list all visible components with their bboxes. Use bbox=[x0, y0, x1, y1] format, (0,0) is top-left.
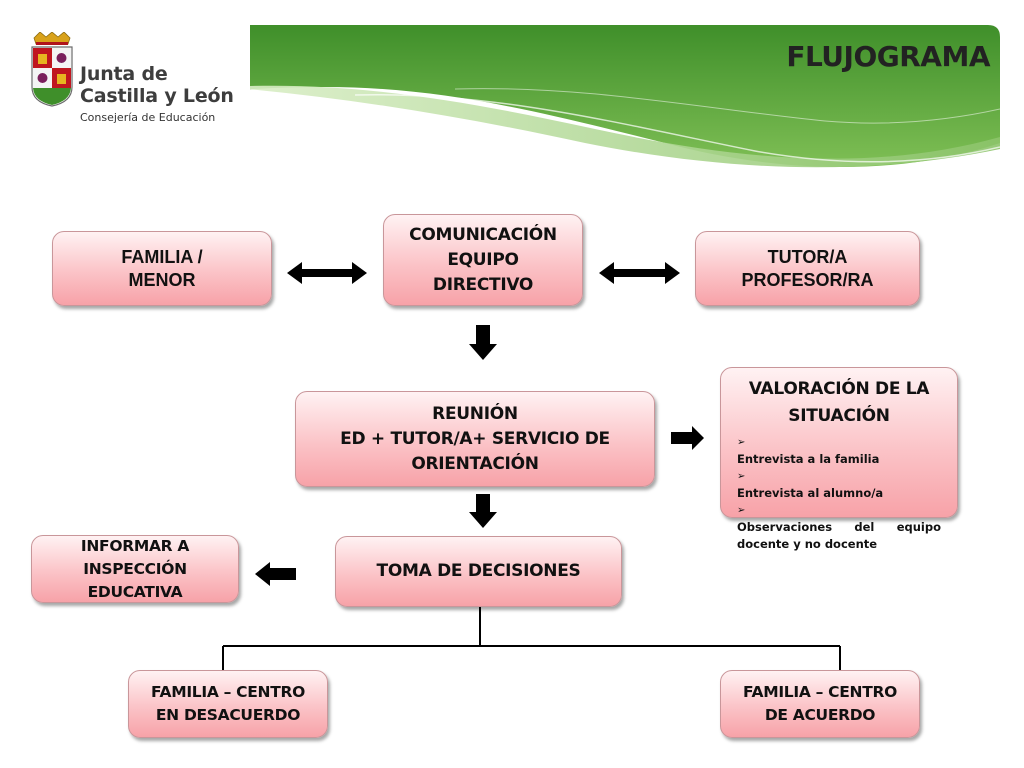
node-valoracion-situacion: VALORACIÓN DE LA SITUACIÓN ➢ Entrevista a… bbox=[720, 367, 958, 551]
double-arrow-comunicacion-tutor bbox=[599, 262, 680, 284]
node-label-line: INSPECCIÓN bbox=[83, 559, 187, 578]
logo-line-2: Castilla y León bbox=[80, 85, 234, 107]
arrow-bullet-icon: ➢ bbox=[737, 471, 746, 482]
node-title-line: SITUACIÓN bbox=[788, 406, 890, 426]
node-label-line: ORIENTACIÓN bbox=[411, 453, 539, 474]
node-label-line: REUNIÓN bbox=[432, 403, 518, 424]
logo-text: Junta de Castilla y León Consejería de E… bbox=[80, 63, 234, 124]
node-label-line: MENOR bbox=[128, 269, 196, 290]
node-label-line: TUTOR/A bbox=[767, 246, 848, 267]
node-tutor-profesor: TUTOR/A PROFESOR/RA bbox=[695, 231, 920, 306]
node-label-line: INFORMAR A bbox=[80, 536, 190, 555]
list-item: ➢ Observaciones del equipo docente y no d… bbox=[737, 502, 941, 553]
node-toma-decisiones: TOMA DE DECISIONES bbox=[335, 536, 622, 607]
list-item: ➢ Entrevista al alumno/a bbox=[737, 468, 941, 502]
list-item-text: Entrevista a la familia bbox=[737, 452, 880, 466]
node-label-line: EN DESACUERDO bbox=[155, 706, 301, 724]
node-label-line: EDUCATIVA bbox=[87, 582, 183, 601]
node-reunion: REUNIÓN ED + TUTOR/A+ SERVICIO DE ORIENT… bbox=[295, 391, 655, 487]
page-title: FLUJOGRAMA bbox=[786, 40, 990, 73]
node-label-line: FAMILIA / bbox=[121, 246, 203, 267]
arrow-toma-informar bbox=[255, 562, 296, 586]
node-label-line: FAMILIA – CENTRO bbox=[151, 683, 305, 701]
logo-line-1: Junta de bbox=[80, 63, 168, 85]
node-label-line: EQUIPO bbox=[447, 249, 519, 270]
double-arrow-familia-comunicacion bbox=[287, 262, 367, 284]
valoracion-list: ➢ Entrevista a la familia ➢ Entrevista al … bbox=[721, 434, 957, 553]
node-label-line: PROFESOR/RA bbox=[741, 269, 874, 290]
arrow-bullet-icon: ➢ bbox=[737, 505, 746, 516]
node-familia-centro-desacuerdo: FAMILIA – CENTRO EN DESACUERDO bbox=[128, 670, 328, 738]
junta-logo: Junta de Castilla y León Consejería de E… bbox=[28, 31, 258, 127]
node-label-line: DE ACUERDO bbox=[764, 706, 876, 724]
arrow-reunion-toma bbox=[469, 494, 497, 528]
arrow-reunion-valoracion bbox=[671, 426, 704, 450]
node-label-line: DIRECTIVO bbox=[432, 274, 534, 295]
coat-of-arms-icon bbox=[31, 31, 73, 107]
list-item-text: Entrevista al alumno/a bbox=[737, 486, 884, 500]
node-label-line: FAMILIA – CENTRO bbox=[743, 683, 897, 701]
line-toma-resultados bbox=[222, 607, 841, 670]
node-label-line: COMUNICACIÓN bbox=[409, 224, 557, 245]
node-comunicacion-equipo-directivo: COMUNICACIÓN EQUIPO DIRECTIVO bbox=[383, 214, 583, 306]
node-label-line: TOMA DE DECISIONES bbox=[376, 561, 581, 581]
arrow-comunicacion-reunion bbox=[469, 325, 497, 360]
logo-line-3: Consejería de Educación bbox=[80, 111, 216, 124]
node-familia-centro-acuerdo: FAMILIA – CENTRO DE ACUERDO bbox=[720, 670, 920, 738]
node-familia-menor: FAMILIA / MENOR bbox=[52, 231, 272, 306]
list-item-text: Observaciones del equipo docente y no do… bbox=[737, 520, 941, 551]
arrow-bullet-icon: ➢ bbox=[737, 437, 746, 448]
node-informar-inspeccion: INFORMAR A INSPECCIÓN EDUCATIVA bbox=[31, 535, 239, 603]
node-title-line: VALORACIÓN DE LA bbox=[748, 379, 930, 399]
node-label-line: ED + TUTOR/A+ SERVICIO DE bbox=[340, 428, 610, 449]
list-item: ➢ Entrevista a la familia bbox=[737, 434, 941, 468]
